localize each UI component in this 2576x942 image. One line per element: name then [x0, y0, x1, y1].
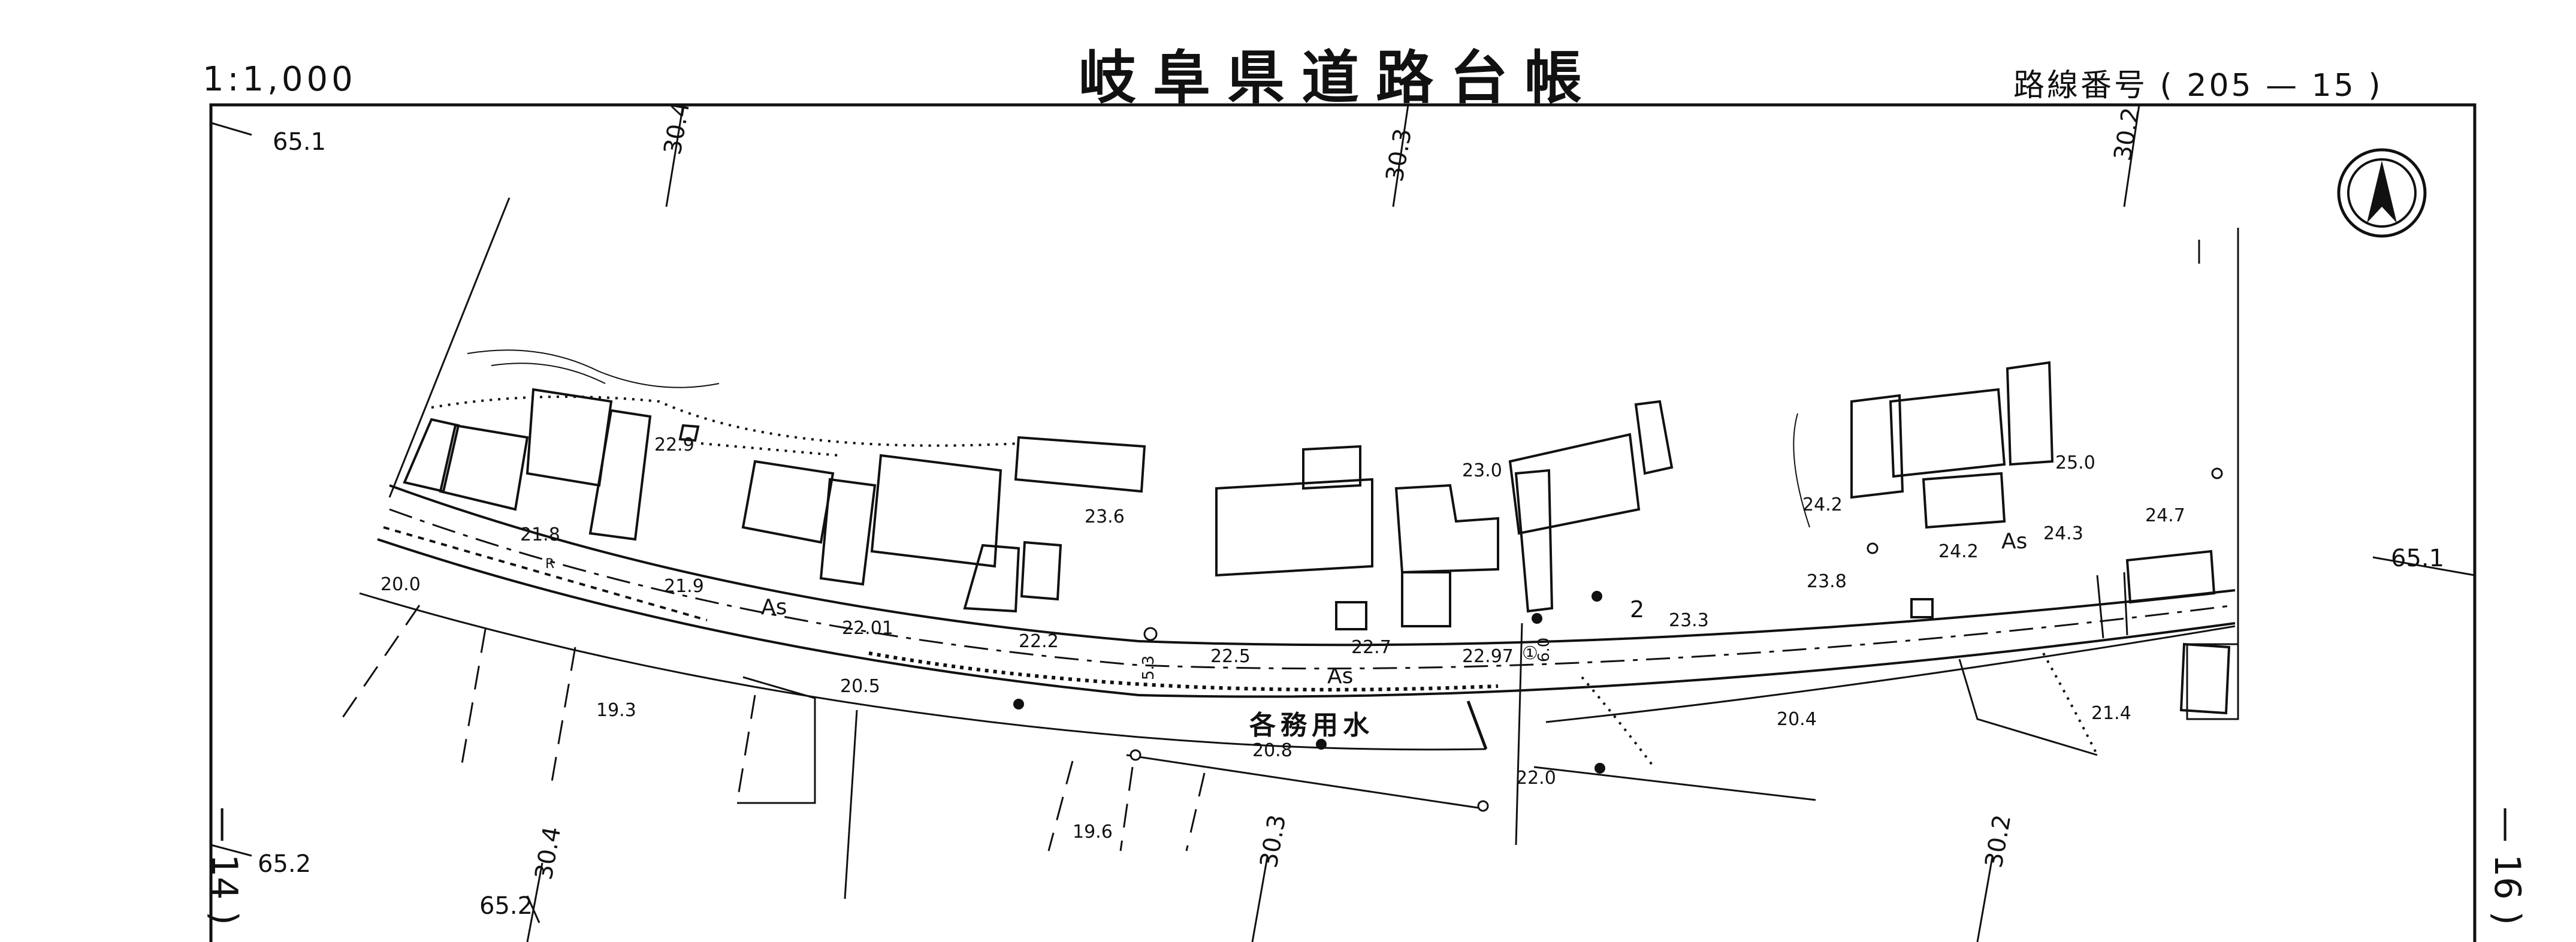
grid-label-top-a: 30.4 — [659, 99, 696, 157]
elevation: 22.2 — [1019, 631, 1059, 652]
elevation: 23.8 — [1807, 571, 1847, 592]
elevation-labels: 22.9 21.8 21.9 20.0 22.01 20.5 19.3 22.2… — [380, 434, 2185, 843]
road-r-label: R — [545, 557, 554, 572]
elevation: 20.0 — [380, 574, 421, 595]
grid-label-bottom-b: 30.3 — [1255, 813, 1292, 870]
elevation: 20.4 — [1777, 709, 1817, 730]
grid-label-left-bottom2: 65.2 — [479, 892, 533, 920]
pavement-label: As — [2001, 529, 2027, 554]
elevation: 25.0 — [2055, 452, 2095, 473]
grid-label-bottom-a: 30.4 — [530, 825, 567, 882]
pavement-label: As — [761, 595, 787, 620]
route-number-label: 路線番号 — [2013, 68, 2148, 104]
route-marker-label: 2 — [1630, 596, 1644, 623]
width-label-2: 5.3 — [1140, 656, 1158, 680]
elevation: 20.8 — [1252, 740, 1292, 761]
grid-label-top-b: 30.3 — [1381, 126, 1418, 184]
node-label: ① — [1522, 643, 1538, 664]
map-frame — [209, 103, 2477, 942]
grid-label-left-top: 65.1 — [273, 128, 326, 156]
map-scale: 1:1,000 — [203, 60, 357, 99]
grid-label-bottom-c: 30.2 — [1980, 813, 2017, 870]
route-number: 路線番号 ( 205 — 15 ) — [2013, 60, 2383, 105]
grid-label-right: 65.1 — [2391, 545, 2444, 572]
elevation: 24.3 — [2043, 523, 2083, 544]
elevation: 24.2 — [1938, 541, 1979, 562]
elevation: 24.2 — [1802, 494, 1843, 515]
elevation: 19.3 — [596, 700, 636, 721]
elevation: 22.97 — [1462, 646, 1514, 667]
elevation: 21.9 — [664, 576, 704, 597]
elevation: 24.7 — [2145, 505, 2185, 526]
waterway-label: 各務用水 — [1249, 710, 1374, 741]
grid-label-top-c: 30.2 — [2109, 105, 2146, 163]
elevation: 20.5 — [840, 676, 880, 697]
elevation: 23.3 — [1669, 610, 1709, 631]
elevation: 21.4 — [2091, 703, 2131, 724]
page-title: 岐阜県道路台帳 — [1079, 44, 1599, 111]
elevation: 22.5 — [1210, 646, 1251, 667]
elevation: 23.6 — [1085, 506, 1125, 527]
elevation: 22.0 — [1516, 768, 1556, 789]
elevation: 19.6 — [1073, 822, 1113, 843]
route-number-value: ( 205 — 15 ) — [2160, 68, 2383, 104]
elevation: 22.7 — [1351, 637, 1391, 658]
elevation: 22.01 — [842, 618, 893, 639]
width-label: 6.0 — [1535, 638, 1553, 662]
grid-label-left-bottom: 65.2 — [258, 850, 311, 878]
elevation: 22.9 — [654, 434, 694, 455]
north-arrow-icon — [2337, 148, 2427, 238]
pavement-label: As — [1327, 664, 1353, 689]
elevation: 23.0 — [1462, 460, 1502, 481]
elevation: 21.8 — [520, 524, 560, 545]
